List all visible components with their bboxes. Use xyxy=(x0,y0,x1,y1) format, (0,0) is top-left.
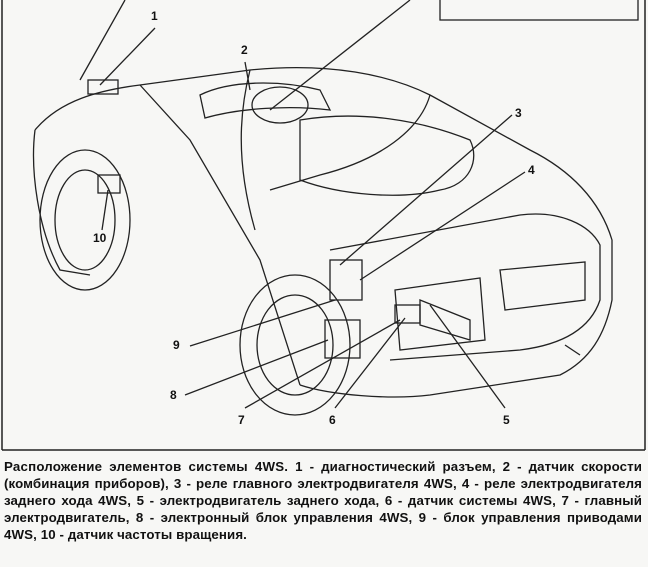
callout-9: 9 xyxy=(173,338,180,352)
caption-item: 8 - электронный блок управления 4WS, xyxy=(135,510,413,525)
caption-item: 2 - датчик скорости (комбинация приборов… xyxy=(4,459,643,491)
callout-8: 8 xyxy=(170,388,177,402)
callout-10: 10 xyxy=(93,231,107,245)
caption-item: 3 - реле главного электродвигателя 4WS, xyxy=(173,476,457,491)
caption-item: 9 - блок управления приводами 4WS, xyxy=(4,510,643,542)
caption-item: 7 - главный электродвигатель, xyxy=(4,493,642,525)
caption-item: 10 - датчик частоты вращения. xyxy=(40,527,247,542)
callout-7: 7 xyxy=(238,413,245,427)
car-4ws-diagram: 1 2 3 4 5 6 7 8 9 10 xyxy=(1,0,646,451)
callout-1: 1 xyxy=(151,9,158,23)
car-line-drawing xyxy=(1,0,646,451)
caption-title: Расположение элементов системы 4WS. xyxy=(4,459,289,474)
callout-6: 6 xyxy=(329,413,336,427)
caption-item: 6 - датчик системы 4WS, xyxy=(384,493,556,508)
callout-5: 5 xyxy=(503,413,510,427)
callout-3: 3 xyxy=(515,106,522,120)
callout-2: 2 xyxy=(241,43,248,57)
caption-item: 4 - реле электродвигателя заднего хода 4… xyxy=(4,476,643,508)
figure-caption: Расположение элементов системы 4WS. 1 - … xyxy=(4,458,642,543)
caption-item: 5 - электродвигатель заднего хода, xyxy=(136,493,380,508)
caption-item: 1 - диагностический разъем, xyxy=(295,459,496,474)
callout-4: 4 xyxy=(528,163,535,177)
